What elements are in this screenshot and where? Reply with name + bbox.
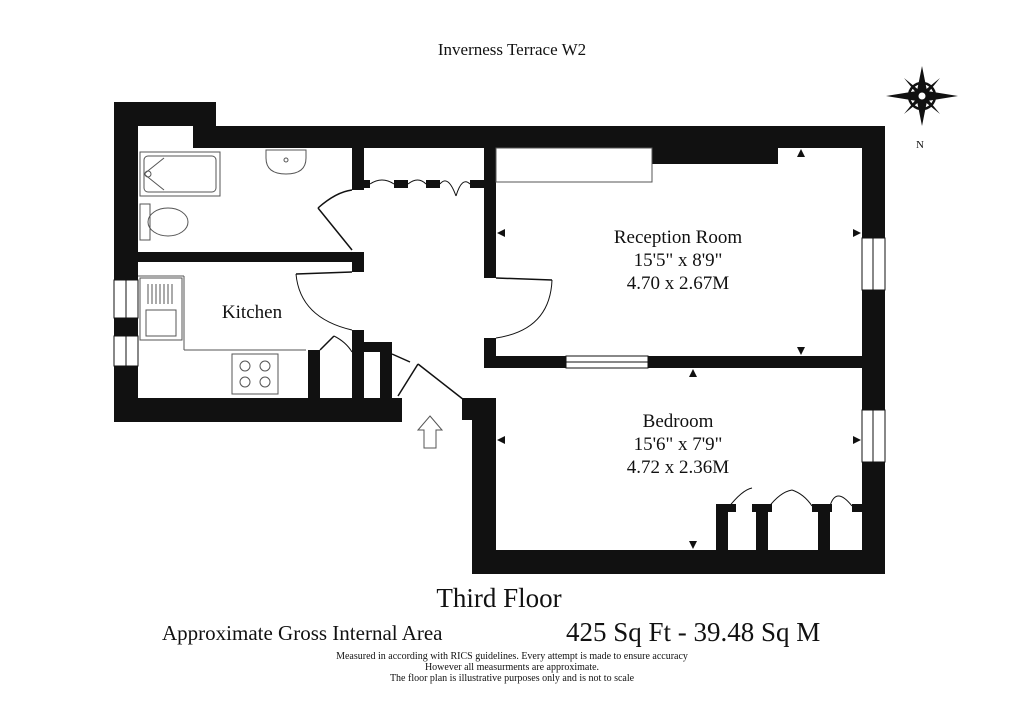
reception-room-imperial: 15'5" x 8'9" <box>634 250 723 271</box>
fixtures <box>138 147 653 395</box>
dimension-markers <box>497 149 861 549</box>
doors <box>295 179 853 509</box>
bedroom-metric: 4.72 x 2.36M <box>627 457 730 478</box>
compass-north-label: N <box>916 139 924 151</box>
disclaimer-line-2: However all measurments are approximate. <box>425 662 599 673</box>
disclaimer-line-3: The floor plan is illustrative purposes … <box>390 673 635 684</box>
walls <box>114 102 885 574</box>
kitchen-name: Kitchen <box>222 302 283 323</box>
reception-room-metric: 4.70 x 2.67M <box>627 273 730 294</box>
bedroom-label: Bedroom 15'6" x 7'9" 4.72 x 2.36M <box>627 411 730 478</box>
disclaimer-line-1: Measured in according with RICS guidelin… <box>336 651 688 662</box>
bedroom-name: Bedroom <box>643 411 714 432</box>
property-title: Inverness Terrace W2 <box>438 40 586 59</box>
entrance-arrow-icon <box>416 415 444 449</box>
area-label: Approximate Gross Internal Area <box>162 621 443 645</box>
area-value: 425 Sq Ft - 39.48 Sq M <box>566 617 820 647</box>
floor-name: Third Floor <box>436 583 561 613</box>
reception-room-name: Reception Room <box>614 227 742 248</box>
bedroom-imperial: 15'6" x 7'9" <box>634 434 723 455</box>
windows <box>113 237 886 463</box>
compass-icon <box>886 66 958 126</box>
reception-room-label: Reception Room 15'5" x 8'9" 4.70 x 2.67M <box>614 227 742 294</box>
